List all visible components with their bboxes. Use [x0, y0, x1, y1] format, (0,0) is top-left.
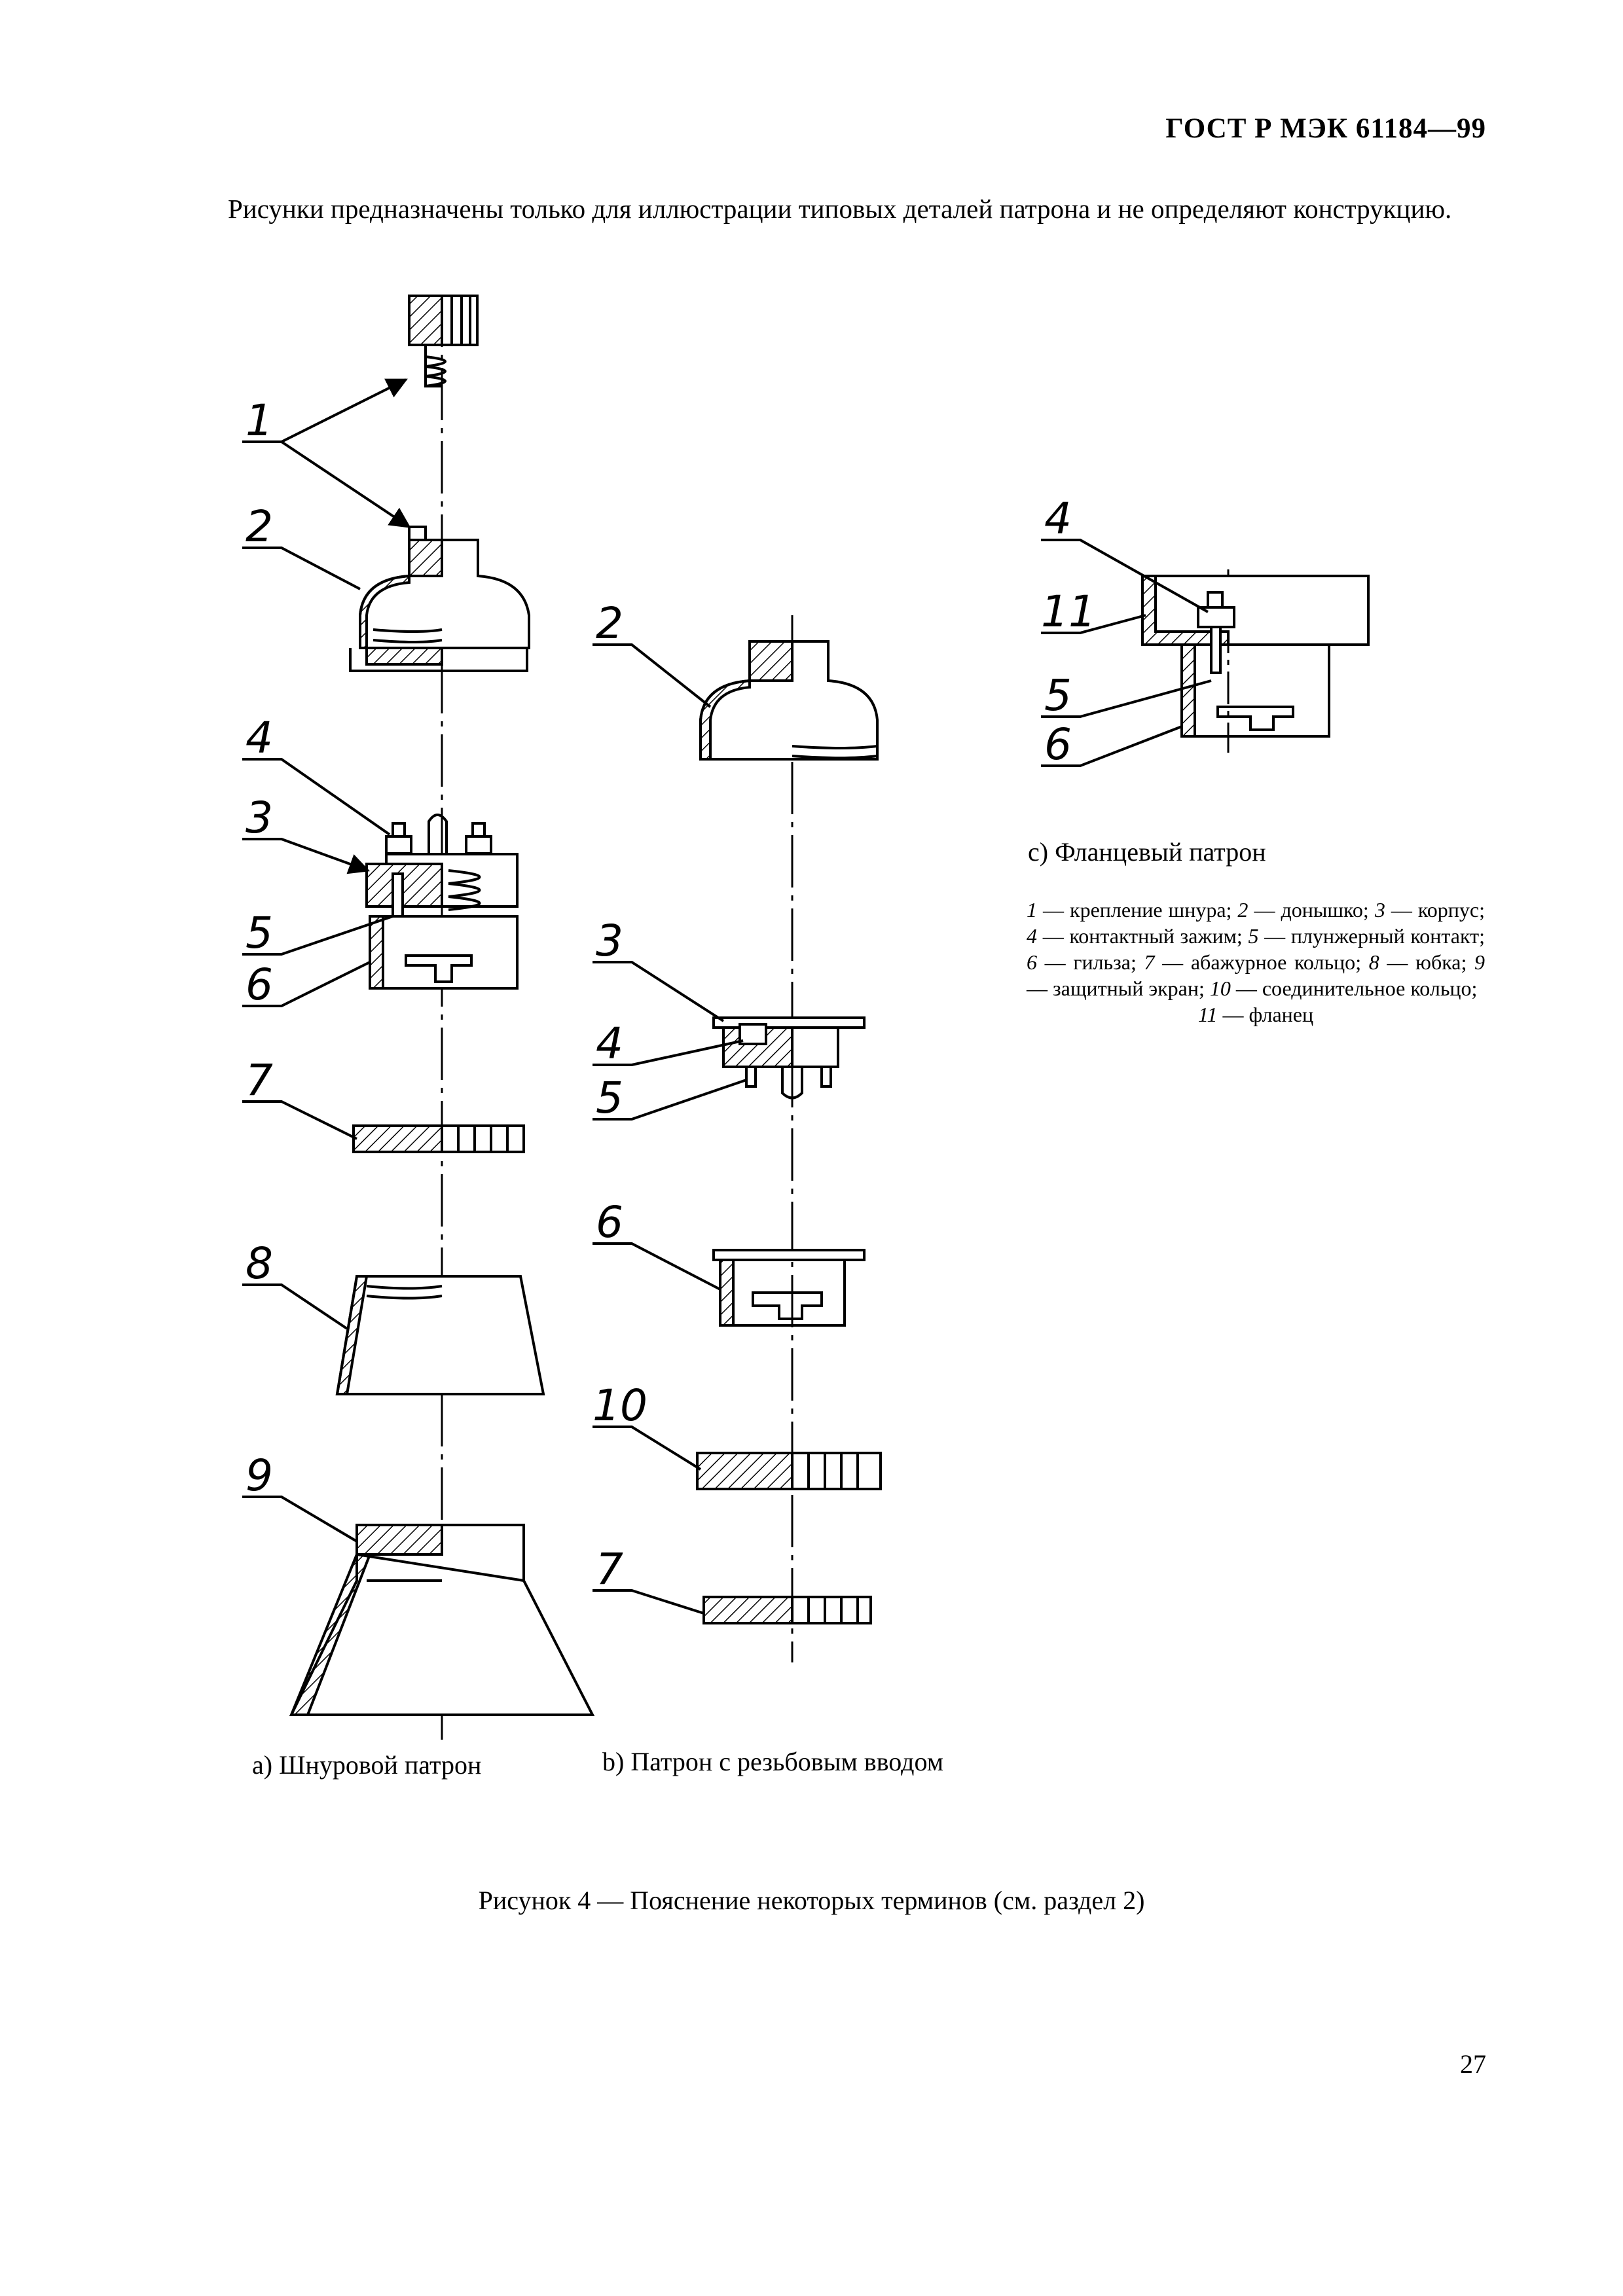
label-a-6: 6	[246, 960, 273, 1010]
label-b-6: 6	[596, 1197, 623, 1247]
legend-item: 3 — корпус;	[1374, 898, 1485, 922]
legend-item: 10 — соединительное кольцо;	[1209, 977, 1478, 1000]
part-a-body	[365, 814, 519, 924]
legend: 1 — крепление шнура; 2 — донышко; 3 — ко…	[1027, 897, 1485, 1028]
part-a-sleeve	[369, 915, 519, 990]
page-number: 27	[1460, 2049, 1486, 2079]
label-a-5: 5	[246, 908, 273, 958]
label-c-4: 4	[1044, 493, 1072, 544]
caption-b: b) Патрон с резьбовым вводом	[602, 1747, 943, 1776]
legend-item: 9 — защитный экран;	[1027, 950, 1486, 1000]
label-c-11: 11	[1041, 586, 1096, 637]
part-a-base	[349, 526, 530, 672]
legend-item: 8 — юбка;	[1368, 950, 1475, 974]
label-c-5: 5	[1044, 670, 1072, 721]
caption-c: c) Фланцевый патрон	[1028, 837, 1266, 867]
label-a-2: 2	[246, 501, 273, 552]
label-b-3: 3	[596, 916, 623, 966]
label-a-1: 1	[246, 395, 273, 446]
caption-a: a) Шнуровой патрон	[252, 1750, 481, 1780]
label-a-9: 9	[246, 1450, 273, 1501]
label-a-4: 4	[246, 713, 273, 763]
figure-caption: Рисунок 4 — Пояснение некоторых терминов…	[478, 1886, 1145, 1915]
label-b-10: 10	[593, 1380, 647, 1431]
label-b-5: 5	[596, 1073, 623, 1123]
part-b-base	[699, 640, 879, 761]
legend-item: 4 — контактный зажим;	[1027, 924, 1249, 948]
label-a-8: 8	[246, 1238, 273, 1289]
legend-item: 7 — абажурное кольцо;	[1144, 950, 1369, 974]
label-b-2: 2	[596, 598, 623, 649]
legend-item: 6 — гильза;	[1027, 950, 1144, 974]
part-b-body	[712, 1016, 866, 1100]
label-a-3: 3	[246, 793, 273, 843]
label-a-7: 7	[246, 1055, 273, 1105]
part-b-shade-ring	[702, 1596, 872, 1624]
legend-item: 1 — крепление шнура;	[1027, 898, 1238, 922]
intro-paragraph: Рисунки предназначены только для иллюстр…	[228, 194, 1452, 224]
standard-header: ГОСТ Р МЭК 61184—99	[1165, 113, 1486, 144]
part-a-skirt	[335, 1275, 545, 1395]
legend-item: 5 — плунжерный контакт;	[1248, 924, 1485, 948]
part-a-shade-ring	[352, 1124, 525, 1153]
legend-item: 2 — донышко;	[1237, 898, 1375, 922]
label-c-6: 6	[1044, 719, 1072, 770]
part-a-cord-grip	[408, 295, 479, 387]
legend-item: 11 — фланец	[1197, 1003, 1314, 1026]
part-a-shield	[289, 1524, 595, 1716]
label-b-7: 7	[596, 1544, 623, 1594]
label-b-4: 4	[596, 1018, 623, 1069]
part-b-sleeve	[712, 1249, 866, 1327]
part-b-connector-ring	[696, 1452, 882, 1490]
part-c-flange	[1141, 575, 1370, 738]
